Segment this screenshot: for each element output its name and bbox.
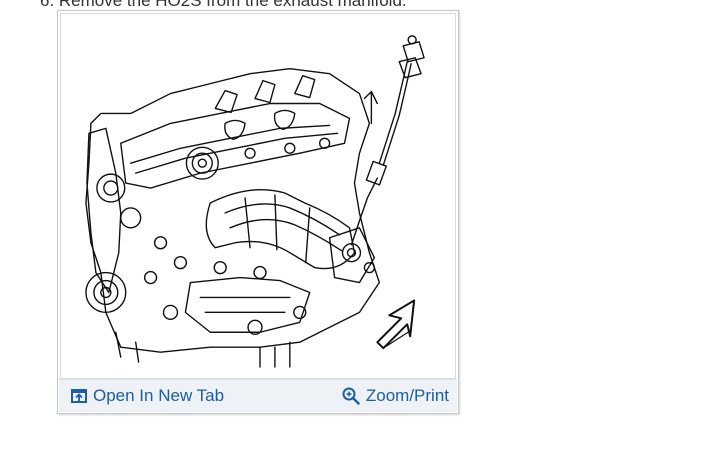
engine-diagram-image[interactable] [60,13,456,379]
figure-card: Open In New Tab Zoom/Print [57,10,459,414]
open-in-new-tab-icon [71,389,87,403]
zoom-print-label: Zoom/Print [365,386,449,405]
step-instruction: 6. Remove the HO2S from the exhaust mani… [40,0,407,10]
zoom-print-link[interactable]: Zoom/Print [342,386,449,406]
open-in-new-tab-link[interactable]: Open In New Tab [71,386,224,406]
zoom-magnifier-icon [342,387,360,405]
open-in-new-tab-label: Open In New Tab [93,386,225,405]
figure-footer: Open In New Tab Zoom/Print [59,379,457,412]
